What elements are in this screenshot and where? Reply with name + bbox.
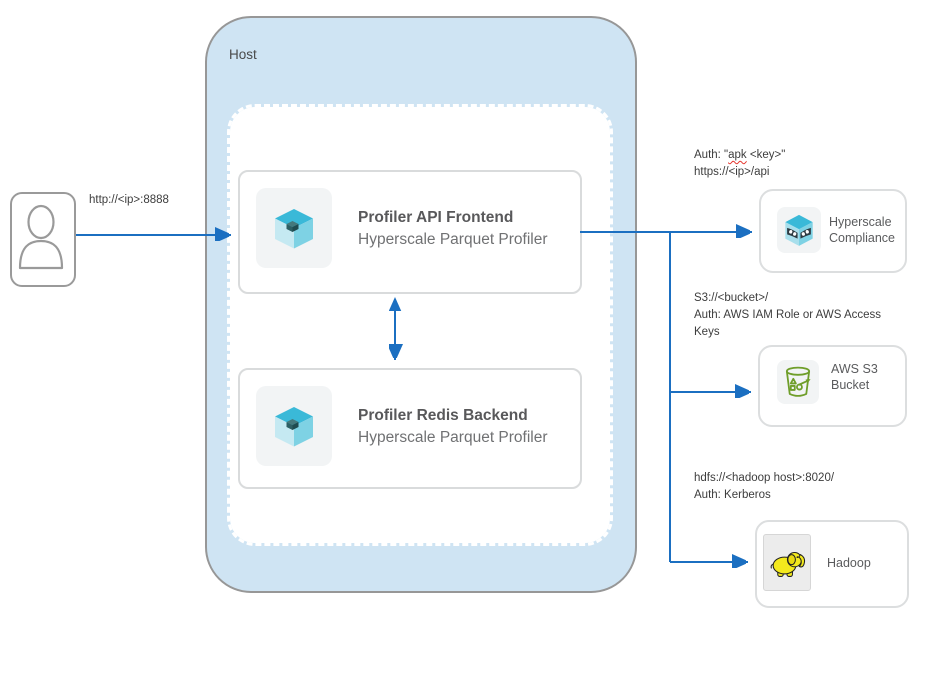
- http-url-label: http://<ip>:8888: [89, 194, 169, 206]
- frontend-text: Profiler API Frontend Hyperscale Parquet…: [358, 207, 548, 251]
- s3-title: AWS S3 Bucket: [831, 362, 878, 392]
- hyperscale-compliance-box: [759, 189, 907, 273]
- s3-annotation-line3: Keys: [694, 326, 720, 338]
- person-icon: [18, 204, 64, 270]
- s3-annotation-line1: S3://<bucket>/: [694, 292, 769, 304]
- compliance-icon-tile: [777, 207, 821, 253]
- hadoop-elephant-icon: [770, 551, 806, 577]
- host-label: Host: [229, 47, 257, 62]
- spellcheck-word: apk: [728, 149, 747, 161]
- backend-subtitle: Hyperscale Parquet Profiler: [358, 429, 548, 446]
- hadoop-annotation-line1: hdfs://<hadoop host>:8020/: [694, 472, 835, 484]
- frontend-title: Profiler API Frontend: [358, 209, 514, 226]
- hadoop-annotation-line2: Auth: Kerberos: [694, 489, 771, 501]
- compliance-annotation-line1: Auth: "apk <key>": [694, 149, 786, 161]
- compliance-annotation: Auth: "apk <key>" https://<ip>/api: [694, 147, 785, 181]
- hadoop-title: Hadoop: [827, 556, 871, 570]
- hadoop-annotation: hdfs://<hadoop host>:8020/ Auth: Kerbero…: [694, 470, 834, 504]
- s3-icon-tile: [777, 360, 819, 404]
- s3-annotation: S3://<bucket>/ Auth: AWS IAM Role or AWS…: [694, 290, 894, 341]
- backend-text: Profiler Redis Backend Hyperscale Parque…: [358, 405, 548, 449]
- parquet-profiler-cube-icon: [275, 209, 313, 249]
- frontend-subtitle: Hyperscale Parquet Profiler: [358, 231, 548, 248]
- hyperscale-compliance-masked-cube-icon: [785, 214, 813, 246]
- user-box: [10, 192, 76, 287]
- frontend-icon-tile: [256, 188, 332, 268]
- s3-bucket-icon: [785, 366, 811, 397]
- parquet-profiler-cube-icon: [275, 407, 313, 447]
- backend-title: Profiler Redis Backend: [358, 407, 528, 424]
- backend-icon-tile: [256, 386, 332, 466]
- compliance-title: Hyperscale Compliance: [829, 215, 896, 245]
- hadoop-icon-tile: [763, 534, 811, 591]
- s3-annotation-line2: Auth: AWS IAM Role or AWS Access: [694, 309, 882, 321]
- compliance-annotation-line2: https://<ip>/api: [694, 166, 770, 178]
